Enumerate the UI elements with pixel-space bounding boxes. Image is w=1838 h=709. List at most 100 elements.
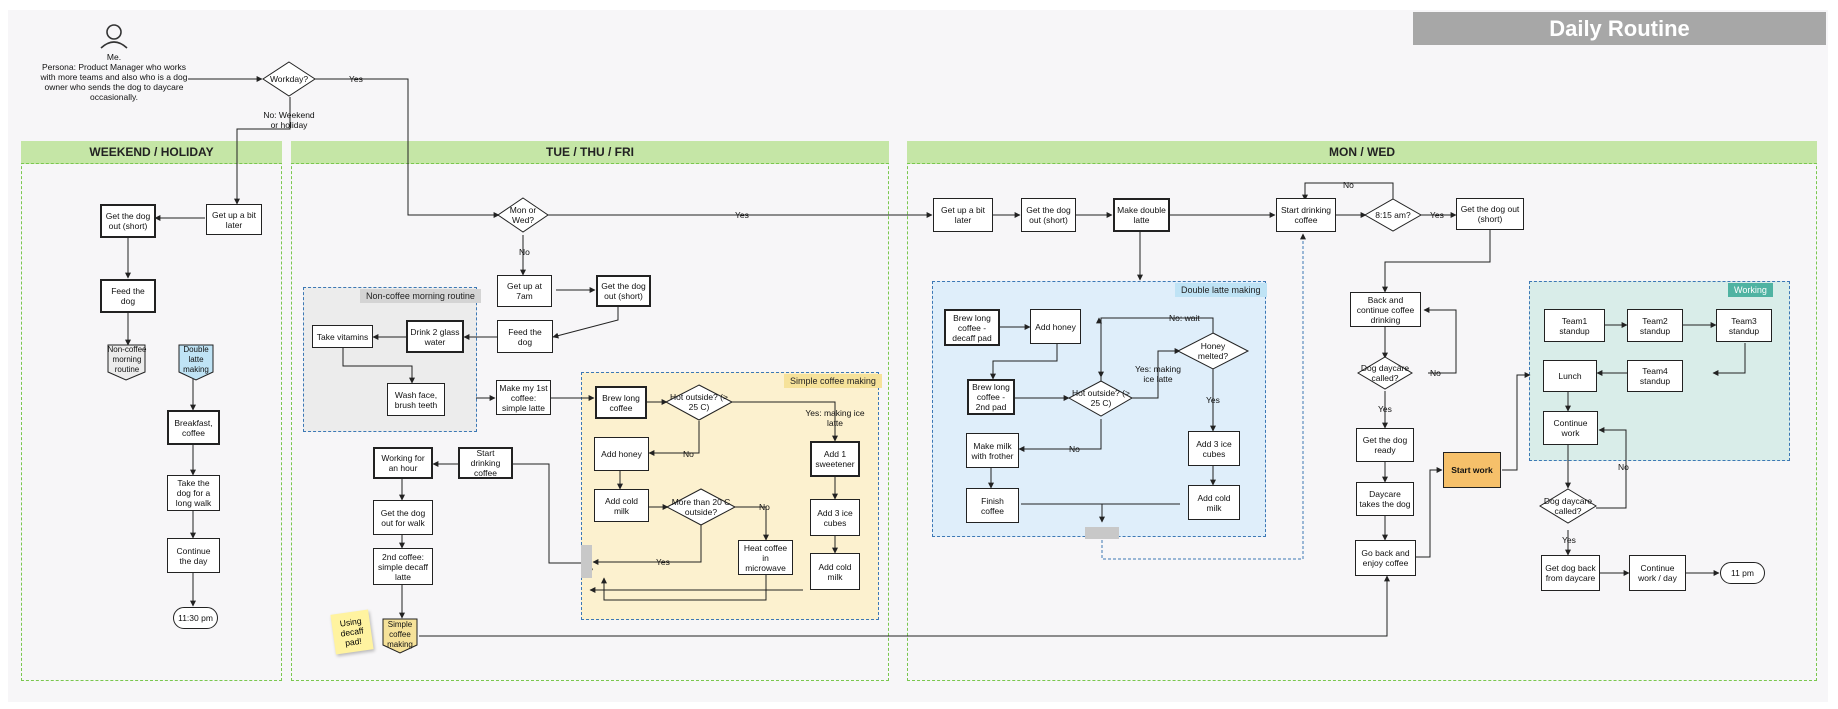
group-non-coffee-label: Non-coffee morning routine <box>360 289 481 303</box>
edge-label-yes-daycare-1: Yes <box>1378 404 1392 414</box>
node-m-add-honey[interactable]: Add honey <box>1030 309 1081 344</box>
node-m-daycare-takes[interactable]: Daycare takes the dog <box>1356 482 1414 516</box>
edge-workday-no <box>234 97 291 205</box>
ref-simple-coffee-label: Simple coffee making <box>387 620 413 649</box>
node-t-wash-face[interactable]: Wash face, brush teeth <box>387 383 445 416</box>
decision-hot-outside-1-label: Hot outside? (> 25 C) <box>670 392 728 412</box>
node-m-get-up-later[interactable]: Get up a bit later <box>933 198 993 232</box>
node-m-dog-out-short[interactable]: Get the dog out (short) <box>1021 198 1076 232</box>
node-w-breakfast[interactable]: Breakfast, coffee <box>167 410 220 445</box>
node-m-team4[interactable]: Team4 standup <box>1627 360 1683 392</box>
node-t-add-sweetener[interactable]: Add 1 sweetener <box>810 441 860 477</box>
edge-label-yes-daycare-2: Yes <box>1562 535 1576 545</box>
node-m-team3[interactable]: Team3 standup <box>1716 309 1772 342</box>
node-m-finish-coffee[interactable]: Finish coffee <box>966 488 1019 523</box>
node-m-brew-2nd[interactable]: Brew long coffee - 2nd pad <box>967 379 1015 415</box>
edge-label-yes-ice-latte-2: Yes: making ice latte <box>1135 364 1181 384</box>
node-m-brew-decaf[interactable]: Brew long coffee - decaff pad <box>944 309 1000 346</box>
merge-block-latte <box>1085 527 1119 539</box>
node-w-continue-day[interactable]: Continue the day <box>167 538 220 573</box>
node-w-end[interactable]: 11:30 pm <box>173 607 218 629</box>
node-t-first-coffee[interactable]: Make my 1st coffee: simple latte <box>496 380 551 415</box>
node-m-continue-work-day[interactable]: Continue work / day <box>1629 555 1686 591</box>
node-m-back-continue[interactable]: Back and continue coffee drinking <box>1350 292 1421 327</box>
decision-hot-outside-2 <box>1067 380 1134 417</box>
node-m-lunch[interactable]: Lunch <box>1543 360 1597 392</box>
node-t-heat-coffee[interactable]: Heat coffee in microwave <box>738 540 793 575</box>
node-t-get-up-7[interactable]: Get up at 7am <box>497 275 552 307</box>
edge-label-yes-workday: Yes <box>349 74 363 84</box>
decision-815-label: 8:15 am? <box>1375 210 1411 220</box>
decision-hot-outside-1 <box>664 384 734 421</box>
group-working-label: Working <box>1728 283 1773 297</box>
user-icon <box>100 24 128 49</box>
node-t-add-cold-milk-2[interactable]: Add cold milk <box>810 553 860 590</box>
node-t-add-honey[interactable]: Add honey <box>594 437 649 471</box>
edge-d-hot-no <box>1018 419 1102 452</box>
edge-label-yes-815: Yes <box>1430 210 1444 220</box>
node-m-team2[interactable]: Team2 standup <box>1627 309 1683 342</box>
merge-block-simple <box>581 545 592 578</box>
node-m-go-back[interactable]: Go back and enjoy coffee <box>1355 540 1416 576</box>
decision-more-than-20-label: More than 20 C outside? <box>671 497 731 517</box>
node-m-make-milk[interactable]: Make milk with frother <box>966 433 1019 468</box>
edge-group-start <box>1101 233 1306 560</box>
edge-d-hot-yes <box>1131 348 1181 399</box>
node-t-take-vitamins[interactable]: Take vitamins <box>312 325 373 348</box>
node-w-long-walk[interactable]: Take the dog for a long walk <box>167 475 220 511</box>
ref-simple-coffee <box>382 618 418 654</box>
node-m-add-ice[interactable]: Add 3 ice cubes <box>1188 431 1240 466</box>
edge-label-no-daycare-2: No <box>1618 462 1629 472</box>
decision-workday <box>262 61 316 97</box>
edge-815-no <box>1302 182 1394 201</box>
ref-non-coffee-label: Non-coffee morning routine <box>107 345 147 374</box>
ref-non-coffee <box>107 344 146 381</box>
edge-label-no-815: No <box>1343 180 1354 190</box>
edge-label-no-weekend: No: Weekend or holiday <box>263 110 315 130</box>
edge-label-yes-monwed: Yes <box>735 210 749 220</box>
decision-daycare-called-1 <box>1357 356 1413 390</box>
node-w-feed-dog[interactable]: Feed the dog <box>100 279 156 313</box>
node-t-drink-water[interactable]: Drink 2 glass water <box>406 320 464 353</box>
node-w-get-up-later[interactable]: Get up a bit later <box>206 204 262 235</box>
node-m-dog-back[interactable]: Get dog back from daycare <box>1541 555 1600 591</box>
edge-goback-startwork <box>1416 467 1443 558</box>
node-m-start-drinking[interactable]: Start drinking coffee <box>1276 198 1336 232</box>
node-t-working-hour[interactable]: Working for an hour <box>373 447 433 479</box>
node-m-dog-ready[interactable]: Get the dog ready <box>1356 428 1414 462</box>
ref-double-latte <box>178 344 214 381</box>
node-m-double-latte[interactable]: Make double latte <box>1113 198 1170 232</box>
edge-startwork-working <box>1502 372 1531 471</box>
group-double-latte-label: Double latte making <box>1175 283 1267 297</box>
decision-daycare-called-1-label: Dog daycare called? <box>1360 363 1410 383</box>
node-m-dog-out-short-2[interactable]: Get the dog out (short) <box>1456 198 1524 230</box>
node-t-brew-long[interactable]: Brew long coffee <box>595 386 647 419</box>
diagram-title: Daily Routine <box>1413 12 1826 45</box>
node-t-second-coffee[interactable]: 2nd coffee: simple decaff latte <box>373 548 433 585</box>
start-work-button[interactable]: Start work <box>1443 452 1501 488</box>
node-w-dog-out-short[interactable]: Get the dog out (short) <box>100 204 156 238</box>
node-t-start-drinking[interactable]: Start drinking coffee <box>458 447 513 479</box>
edge-heat-out <box>601 575 767 601</box>
lane-tue-thu-fri-header: TUE / THU / FRI <box>291 141 889 164</box>
decision-mon-or-wed <box>497 197 549 233</box>
node-m-continue-work[interactable]: Continue work <box>1543 411 1598 445</box>
decision-daycare-called-2-label: Dog daycare called? <box>1543 496 1593 516</box>
node-m-add-cold-milk[interactable]: Add cold milk <box>1188 485 1240 520</box>
edge-20-yes-out <box>592 525 702 565</box>
edge-d-melted-no <box>1098 317 1214 378</box>
edge-label-no-20: No <box>759 502 770 512</box>
node-t-add-ice[interactable]: Add 3 ice cubes <box>810 499 860 536</box>
edge-team3-team4 <box>1712 343 1746 376</box>
edge-daycare2-no <box>1596 427 1627 509</box>
node-t-add-cold-milk-1[interactable]: Add cold milk <box>594 489 649 522</box>
node-m-team1[interactable]: Team1 standup <box>1544 309 1605 342</box>
edge-workday-yes <box>315 78 500 218</box>
node-t-feed-dog[interactable]: Feed the dog <box>497 320 553 353</box>
decision-mon-or-wed-label: Mon or Wed? <box>509 205 537 225</box>
edge-label-yes-ice-latte-1: Yes: making ice latte <box>805 408 865 428</box>
node-t-dog-walk[interactable]: Get the dog out for walk <box>373 500 433 535</box>
node-m-end[interactable]: 11 pm <box>1720 562 1765 584</box>
edge-label-no-hot1: No <box>683 449 694 459</box>
node-t-dog-out-short[interactable]: Get the dog out (short) <box>596 275 651 307</box>
